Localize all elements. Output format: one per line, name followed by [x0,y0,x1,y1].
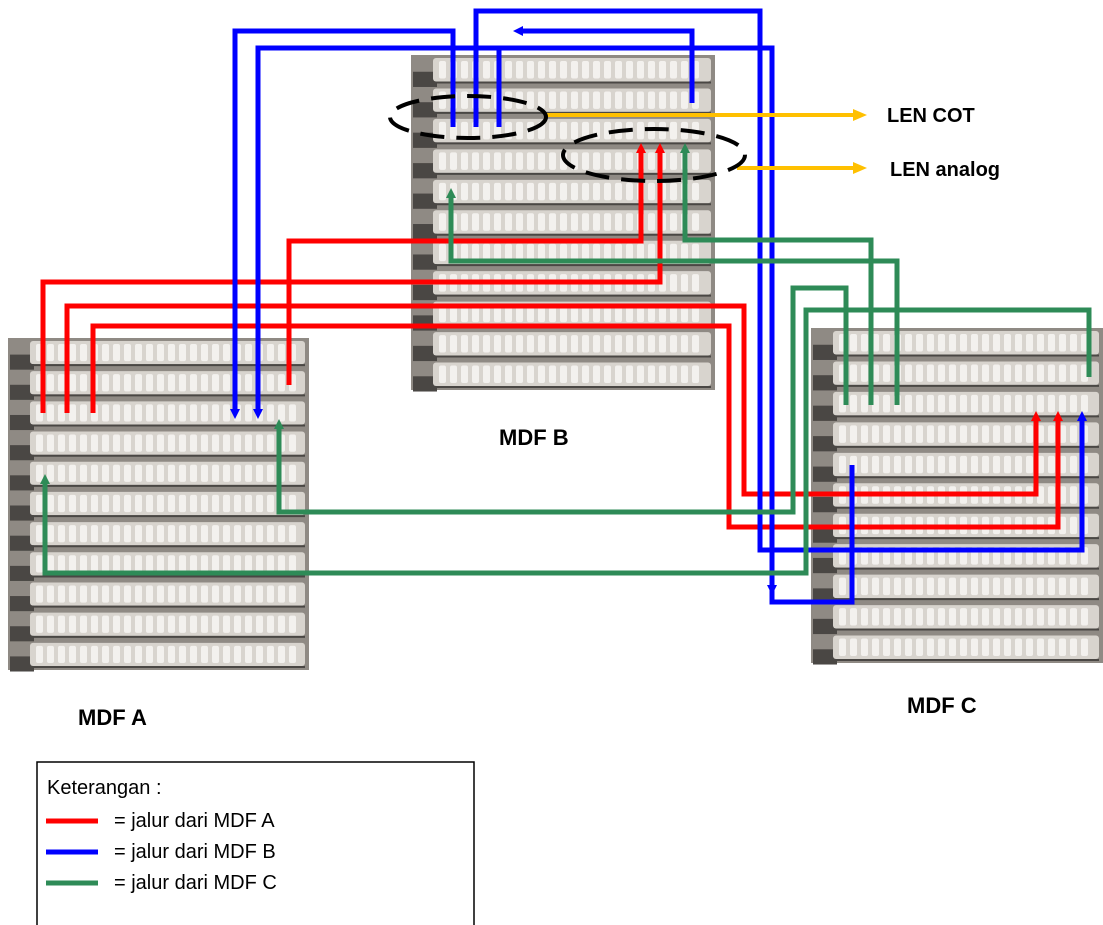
terminal-strip [813,331,1099,360]
terminal-strip [413,58,711,87]
len-cot-label: LEN COT [887,105,975,127]
green-wire [446,188,900,405]
terminal-strip [10,642,305,672]
red-wire [286,143,646,385]
blue-wire [769,465,855,605]
terminal-strip [413,271,711,301]
terminal-strip [413,332,711,362]
legend-item-green: = jalur dari MDF C [114,872,277,894]
legend-item-red: = jalur dari MDF A [114,810,275,832]
red-wire [64,303,1041,497]
mdf-b-label: MDF B [499,425,569,450]
len-analog-label: LEN analog [890,159,1000,181]
len-analog-group-ellipse [561,127,747,183]
red-wire [40,143,665,413]
blue-wire [513,26,695,103]
terminal-strip [10,491,305,521]
legend-title: Keterangan : [47,777,162,799]
green-wire [40,307,1092,576]
terminal-strip [813,574,1099,604]
terminal-strip [10,401,305,431]
terminal-strip [10,341,305,370]
red-wire [90,323,1063,530]
blue-wire [230,28,456,419]
terminal-strip [10,552,305,581]
mdf-a-panel [8,338,309,672]
terminal-strip [10,582,305,612]
terminal-strip [813,605,1099,635]
terminal-strip [10,431,305,461]
mdf-a-label: MDF A [78,705,147,730]
legend: Keterangan : = jalur dari MDF A = jalur … [36,761,475,925]
terminal-strip [10,522,305,551]
terminal-strip [813,361,1099,391]
terminal-strip [413,88,711,118]
mdf-b-panel [411,55,715,392]
terminal-strip [10,612,305,642]
legend-box [36,761,475,925]
terminal-strip [413,179,711,209]
blue-wire [473,8,1087,553]
terminal-strip [413,362,711,392]
wiring-paths [40,8,1092,605]
blue-wire [253,45,518,419]
legend-item-blue: = jalur dari MDF B [114,841,276,863]
terminal-strip [413,240,711,270]
terminal-strip [413,118,711,148]
blue-wire [496,45,777,595]
terminal-strip [413,210,711,240]
len-cot-group-ellipse [388,94,548,140]
terminal-strip [10,461,305,491]
mdf-c-label: MDF C [907,693,977,718]
terminal-strip [813,635,1099,665]
green-wire [680,143,874,405]
terminal-strip [10,371,305,400]
